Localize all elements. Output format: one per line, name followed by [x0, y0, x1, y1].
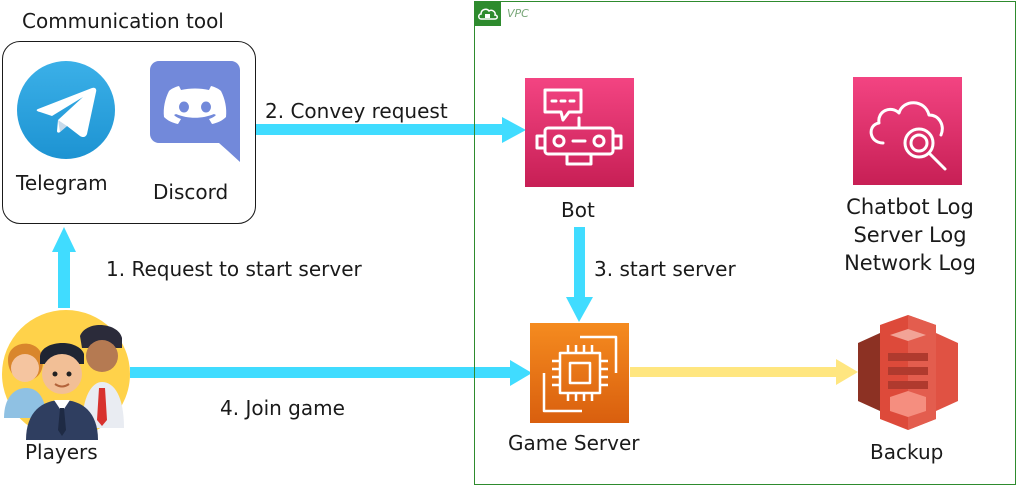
log-server: Server Log: [853, 223, 967, 247]
robot-icon: [535, 88, 623, 166]
bot-label: Bot: [561, 198, 595, 222]
discord-label: Discord: [153, 180, 229, 204]
arrow-convey: [256, 117, 526, 143]
log-list: Chatbot Log Server Log Network Log: [830, 193, 990, 277]
vpc-badge: [474, 1, 501, 26]
s3-bucket-icon: [858, 315, 958, 430]
players-label: Players: [25, 440, 98, 464]
game-server-label: Game Server: [508, 431, 640, 455]
edge-label-join: 4. Join game: [220, 396, 345, 420]
cloud-search-icon: [869, 101, 947, 171]
cloud-lock-icon: [478, 8, 498, 20]
logs-node: [853, 77, 962, 185]
vpc-label: VPC: [507, 7, 529, 20]
arrow-join: [130, 360, 532, 386]
edge-label-request: 1. Request to start server: [106, 257, 362, 281]
edge-label-start: 3. start server: [594, 257, 736, 281]
telegram-label: Telegram: [16, 171, 108, 195]
arrow-backup: [630, 359, 858, 385]
arrow-request: [52, 227, 76, 308]
bot-node: [525, 78, 634, 187]
communication-tool-title: Communication tool: [22, 9, 224, 33]
vpc-group: [474, 1, 1016, 485]
game-server-node: [530, 323, 629, 423]
chip-icon: [542, 335, 618, 413]
players-icon: [2, 310, 130, 440]
log-chatbot: Chatbot Log: [846, 195, 974, 219]
edge-label-convey: 2. Convey request: [265, 99, 448, 123]
backup-label: Backup: [870, 440, 944, 464]
telegram-icon: [17, 61, 115, 159]
discord-icon: [150, 61, 240, 162]
log-network: Network Log: [844, 251, 976, 275]
arrow-start: [566, 227, 593, 322]
